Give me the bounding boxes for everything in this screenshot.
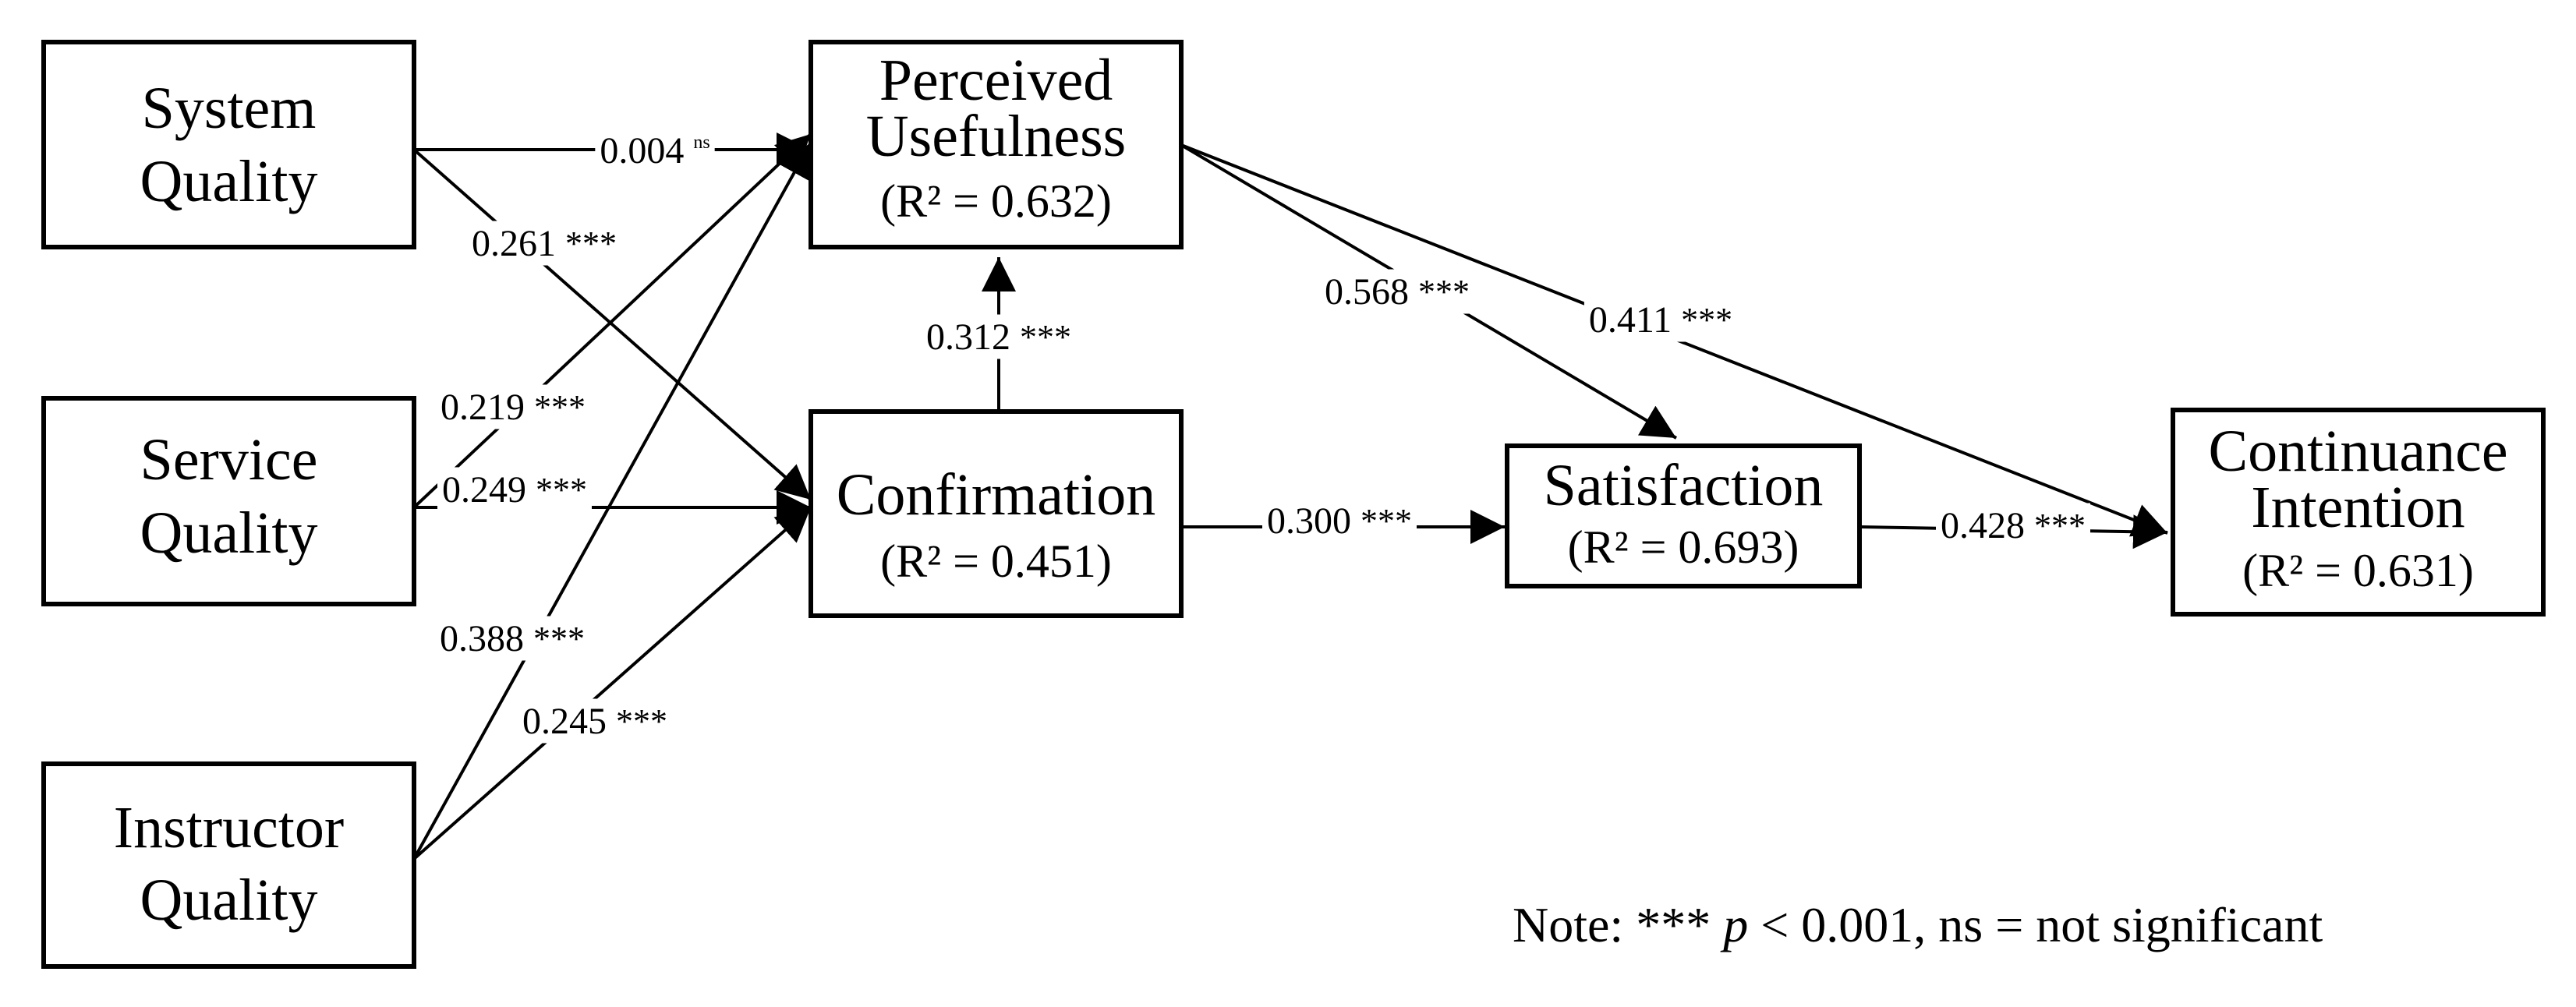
- path-coefficient: 0.428 ***: [1941, 505, 2086, 546]
- coefficient-value: 0.312: [926, 316, 1020, 358]
- significance-note: Note: *** p < 0.001, ns = not significan…: [1513, 897, 2323, 952]
- path-label: 0.261 ***: [467, 221, 621, 266]
- node-r-squared: (R² = 0.632): [880, 175, 1112, 227]
- path-label: 0.300 ***: [1262, 498, 1417, 543]
- coefficient-value: 0.245: [522, 701, 616, 742]
- path-arrow-system-quality-to-confirmation: [412, 148, 812, 501]
- nodes-layer: SystemQualityServiceQualityInstructorQua…: [41, 40, 2546, 969]
- coefficient-value: 0.300: [1267, 500, 1361, 542]
- note-p-symbol: p: [1720, 897, 1748, 952]
- note-suffix: < 0.001, ns = not significant: [1748, 897, 2323, 952]
- path-coefficient: 0.004 ns: [600, 130, 709, 171]
- path-label: 0.004 ns: [595, 128, 715, 173]
- label-background: [437, 467, 592, 512]
- significance-marker: ***: [616, 702, 667, 740]
- coefficient-value: 0.004: [600, 130, 693, 171]
- path-coefficient: 0.261 ***: [472, 223, 617, 264]
- node-satisfaction: Satisfaction(R² = 0.693): [1505, 443, 1862, 588]
- node-box: [41, 40, 416, 249]
- node-box: [41, 761, 416, 969]
- node-confirmation: Confirmation (R² = 0.451): [809, 409, 1184, 618]
- label-background: [922, 314, 1076, 359]
- node-box: [2171, 408, 2546, 617]
- coefficient-value: 0.219: [441, 387, 534, 428]
- node-label-line: Perceived: [879, 48, 1113, 113]
- path-coefficient: 0.219 ***: [441, 387, 586, 428]
- note-prefix: Note: ***: [1513, 897, 1723, 952]
- node-r-squared: (R² = 0.631): [2242, 545, 2474, 596]
- path-arrow-instructor-quality-to-confirmation: [412, 506, 812, 860]
- coefficient-value: 0.428: [1941, 505, 2034, 546]
- node-label-line: System: [142, 76, 317, 141]
- node-label-line: Service: [140, 427, 318, 493]
- path-coefficient: 0.411 ***: [1589, 299, 1732, 341]
- path-label: 0.245 ***: [518, 698, 672, 744]
- node-box: [41, 396, 416, 606]
- path-label: 0.568 ***: [1320, 269, 1474, 314]
- node-box: [809, 40, 1184, 249]
- path-arrow-instructor-quality-to-perceived-usefulness: [412, 142, 812, 860]
- node-label-line: Usefulness: [866, 104, 1127, 169]
- path-coefficient: 0.245 ***: [522, 701, 667, 742]
- node-label-line: Quality: [140, 149, 318, 214]
- node-box: [809, 409, 1184, 618]
- label-background: [595, 128, 715, 173]
- significance-marker: ***: [1361, 502, 1412, 540]
- significance-marker: ***: [1020, 318, 1071, 356]
- node-box: [1505, 443, 1862, 588]
- path-arrow-service-quality-to-perceived-usefulness: [412, 132, 812, 509]
- coefficient-value: 0.261: [472, 223, 565, 264]
- node-label-line: Confirmation: [837, 462, 1156, 528]
- significance-marker: ***: [1418, 273, 1470, 311]
- path-label: 0.312 ***: [922, 314, 1076, 359]
- label-background: [435, 616, 589, 661]
- label-background: [436, 384, 590, 429]
- coefficient-value: 0.388: [440, 618, 533, 659]
- node-label-line: Continuance: [2208, 419, 2507, 484]
- node-label-line: Quality: [140, 500, 318, 566]
- path-coefficient: 0.568 ***: [1325, 271, 1470, 313]
- label-background: [1583, 297, 1738, 342]
- significance-marker: ***: [1681, 301, 1732, 339]
- label-background: [1936, 503, 2090, 548]
- label-background: [518, 698, 672, 744]
- node-label-line: Quality: [140, 867, 318, 933]
- labels-layer: 0.004 ns0.261 ***0.219 ***0.249 ***0.388…: [435, 128, 2090, 744]
- significance-marker: ns: [693, 132, 709, 153]
- node-r-squared: (R² = 0.693): [1568, 521, 1799, 573]
- path-coefficient: 0.249 ***: [442, 469, 587, 511]
- significance-marker: ***: [534, 388, 586, 426]
- coefficient-value: 0.249: [442, 469, 536, 511]
- path-coefficient: 0.388 ***: [440, 618, 585, 659]
- significance-marker: ***: [2034, 507, 2086, 545]
- path-label: 0.411 ***: [1583, 297, 1738, 342]
- node-label-line: Satisfaction: [1544, 453, 1824, 518]
- path-label: 0.428 ***: [1936, 503, 2090, 548]
- path-label: 0.219 ***: [436, 384, 590, 429]
- label-background: [467, 221, 621, 266]
- node-label-line: Instructor: [114, 795, 344, 860]
- node-label-line: Intention: [2251, 475, 2465, 540]
- significance-marker: ***: [533, 620, 585, 658]
- coefficient-value: 0.568: [1325, 271, 1418, 313]
- significance-marker: ***: [536, 471, 587, 509]
- path-label: 0.388 ***: [435, 616, 589, 661]
- path-coefficient: 0.312 ***: [926, 316, 1071, 358]
- label-background: [1262, 498, 1417, 543]
- coefficient-value: 0.411: [1589, 299, 1681, 341]
- paths-layer: [412, 132, 2168, 860]
- path-coefficient: 0.300 ***: [1267, 500, 1412, 542]
- label-background: [1320, 269, 1474, 314]
- node-r-squared: (R² = 0.451): [880, 535, 1112, 587]
- path-label: 0.249 ***: [437, 467, 592, 512]
- significance-marker: ***: [565, 224, 617, 263]
